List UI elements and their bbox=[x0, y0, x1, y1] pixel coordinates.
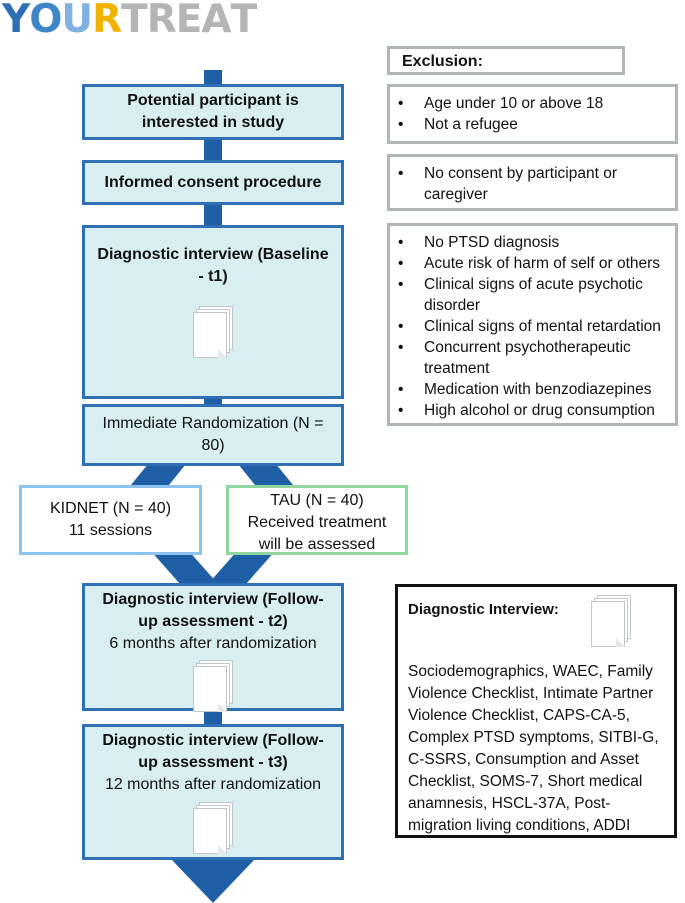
exclusion-title: Exclusion: bbox=[402, 53, 483, 70]
exclusion-item: No PTSD diagnosis bbox=[398, 232, 675, 253]
documents-icon bbox=[191, 660, 235, 712]
exclusion-item: Clinical signs of acute psychotic disord… bbox=[398, 274, 675, 316]
flow-step-followup-t3: Diagnostic interview (Follow-up assessme… bbox=[82, 724, 344, 860]
connector-top bbox=[204, 70, 222, 86]
flow-step-label: Potential participant is interested in s… bbox=[127, 92, 299, 131]
flow-step-potential-participant: Potential participant is interested in s… bbox=[82, 84, 344, 140]
exclusion-item: No consent by participant or caregiver bbox=[398, 163, 675, 205]
arm-title: TAU (N = 40) bbox=[270, 492, 364, 509]
logo-letter: T bbox=[121, 0, 148, 42]
logo-letter: R bbox=[92, 0, 122, 42]
flow-step-label: Informed consent procedure bbox=[104, 173, 322, 191]
exclusion-list: Age under 10 or above 18Not a refugee bbox=[390, 93, 675, 135]
connector-2-3 bbox=[204, 203, 222, 227]
yourtreat-logo: YOURTREAT bbox=[2, 0, 258, 42]
flow-step-sub: 6 months after randomization bbox=[109, 635, 317, 652]
flow-step-label: Immediate Randomization (N = 80) bbox=[102, 415, 324, 454]
final-arrow-head bbox=[172, 860, 254, 903]
exclusion-item: Not a refugee bbox=[398, 114, 675, 135]
flow-step-followup-t2: Diagnostic interview (Follow-up assessme… bbox=[82, 583, 344, 712]
flow-step-baseline-interview: Diagnostic interview (Baseline - t1) bbox=[82, 225, 344, 399]
flow-step-label: Diagnostic interview (Follow-up assessme… bbox=[102, 591, 324, 630]
exclusion-item: Concurrent psychotherapeutic treatment bbox=[398, 337, 675, 379]
exclusion-group-clinical: No PTSD diagnosisAcute risk of harm of s… bbox=[387, 223, 678, 426]
connector-5-6 bbox=[204, 709, 222, 727]
exclusion-item: High alcohol or drug consumption bbox=[398, 400, 675, 421]
arm-title: KIDNET (N = 40) bbox=[49, 500, 172, 517]
exclusion-group-consent: No consent by participant or caregiver bbox=[387, 154, 678, 211]
diagnostic-title: Diagnostic Interview: bbox=[408, 601, 559, 618]
exclusion-list: No PTSD diagnosisAcute risk of harm of s… bbox=[390, 232, 675, 421]
flow-step-informed-consent: Informed consent procedure bbox=[82, 160, 344, 205]
exclusion-header: Exclusion: bbox=[387, 46, 625, 75]
exclusion-list: No consent by participant or caregiver bbox=[390, 163, 675, 205]
logo-letter: R bbox=[146, 0, 177, 42]
arm-kidnet: KIDNET (N = 40) 11 sessions bbox=[19, 485, 202, 555]
connector-3-4 bbox=[204, 397, 222, 405]
arm-sub: 11 sessions bbox=[68, 522, 153, 539]
exclusion-item: Medication with benzodiazepines bbox=[398, 379, 675, 400]
exclusion-item: Acute risk of harm of self or others bbox=[398, 253, 675, 274]
logo-letter: U bbox=[61, 0, 93, 42]
logo-letter: Y bbox=[2, 0, 30, 42]
arm-tau: TAU (N = 40) Received treatment will be … bbox=[226, 485, 408, 555]
logo-letter: T bbox=[230, 0, 258, 42]
exclusion-group-eligibility: Age under 10 or above 18Not a refugee bbox=[387, 84, 678, 144]
diagnostic-body: Sociodemographics, WAEC, Family Violence… bbox=[408, 663, 659, 834]
merge-arrow-left bbox=[150, 550, 218, 584]
merge-arrow-right bbox=[208, 550, 276, 584]
flow-step-label: Diagnostic interview (Baseline - t1) bbox=[97, 246, 329, 285]
logo-letter: E bbox=[175, 0, 203, 42]
flow-step-randomization: Immediate Randomization (N = 80) bbox=[82, 404, 344, 466]
documents-icon bbox=[191, 802, 235, 856]
flow-step-label: Diagnostic interview (Follow-up assessme… bbox=[102, 732, 324, 771]
exclusion-item: Age under 10 or above 18 bbox=[398, 93, 675, 114]
arm-sub: Received treatment will be assessed bbox=[247, 514, 387, 553]
documents-icon bbox=[191, 306, 235, 360]
logo-letter: O bbox=[29, 0, 62, 42]
diagnostic-interview-box: Diagnostic Interview: Sociodemographics,… bbox=[395, 584, 677, 838]
connector-1-2 bbox=[204, 138, 222, 162]
documents-icon bbox=[589, 595, 633, 649]
exclusion-item: Clinical signs of mental retardation bbox=[398, 316, 675, 337]
flow-step-sub: 12 months after randomization bbox=[104, 776, 322, 793]
logo-letter: A bbox=[201, 0, 231, 42]
